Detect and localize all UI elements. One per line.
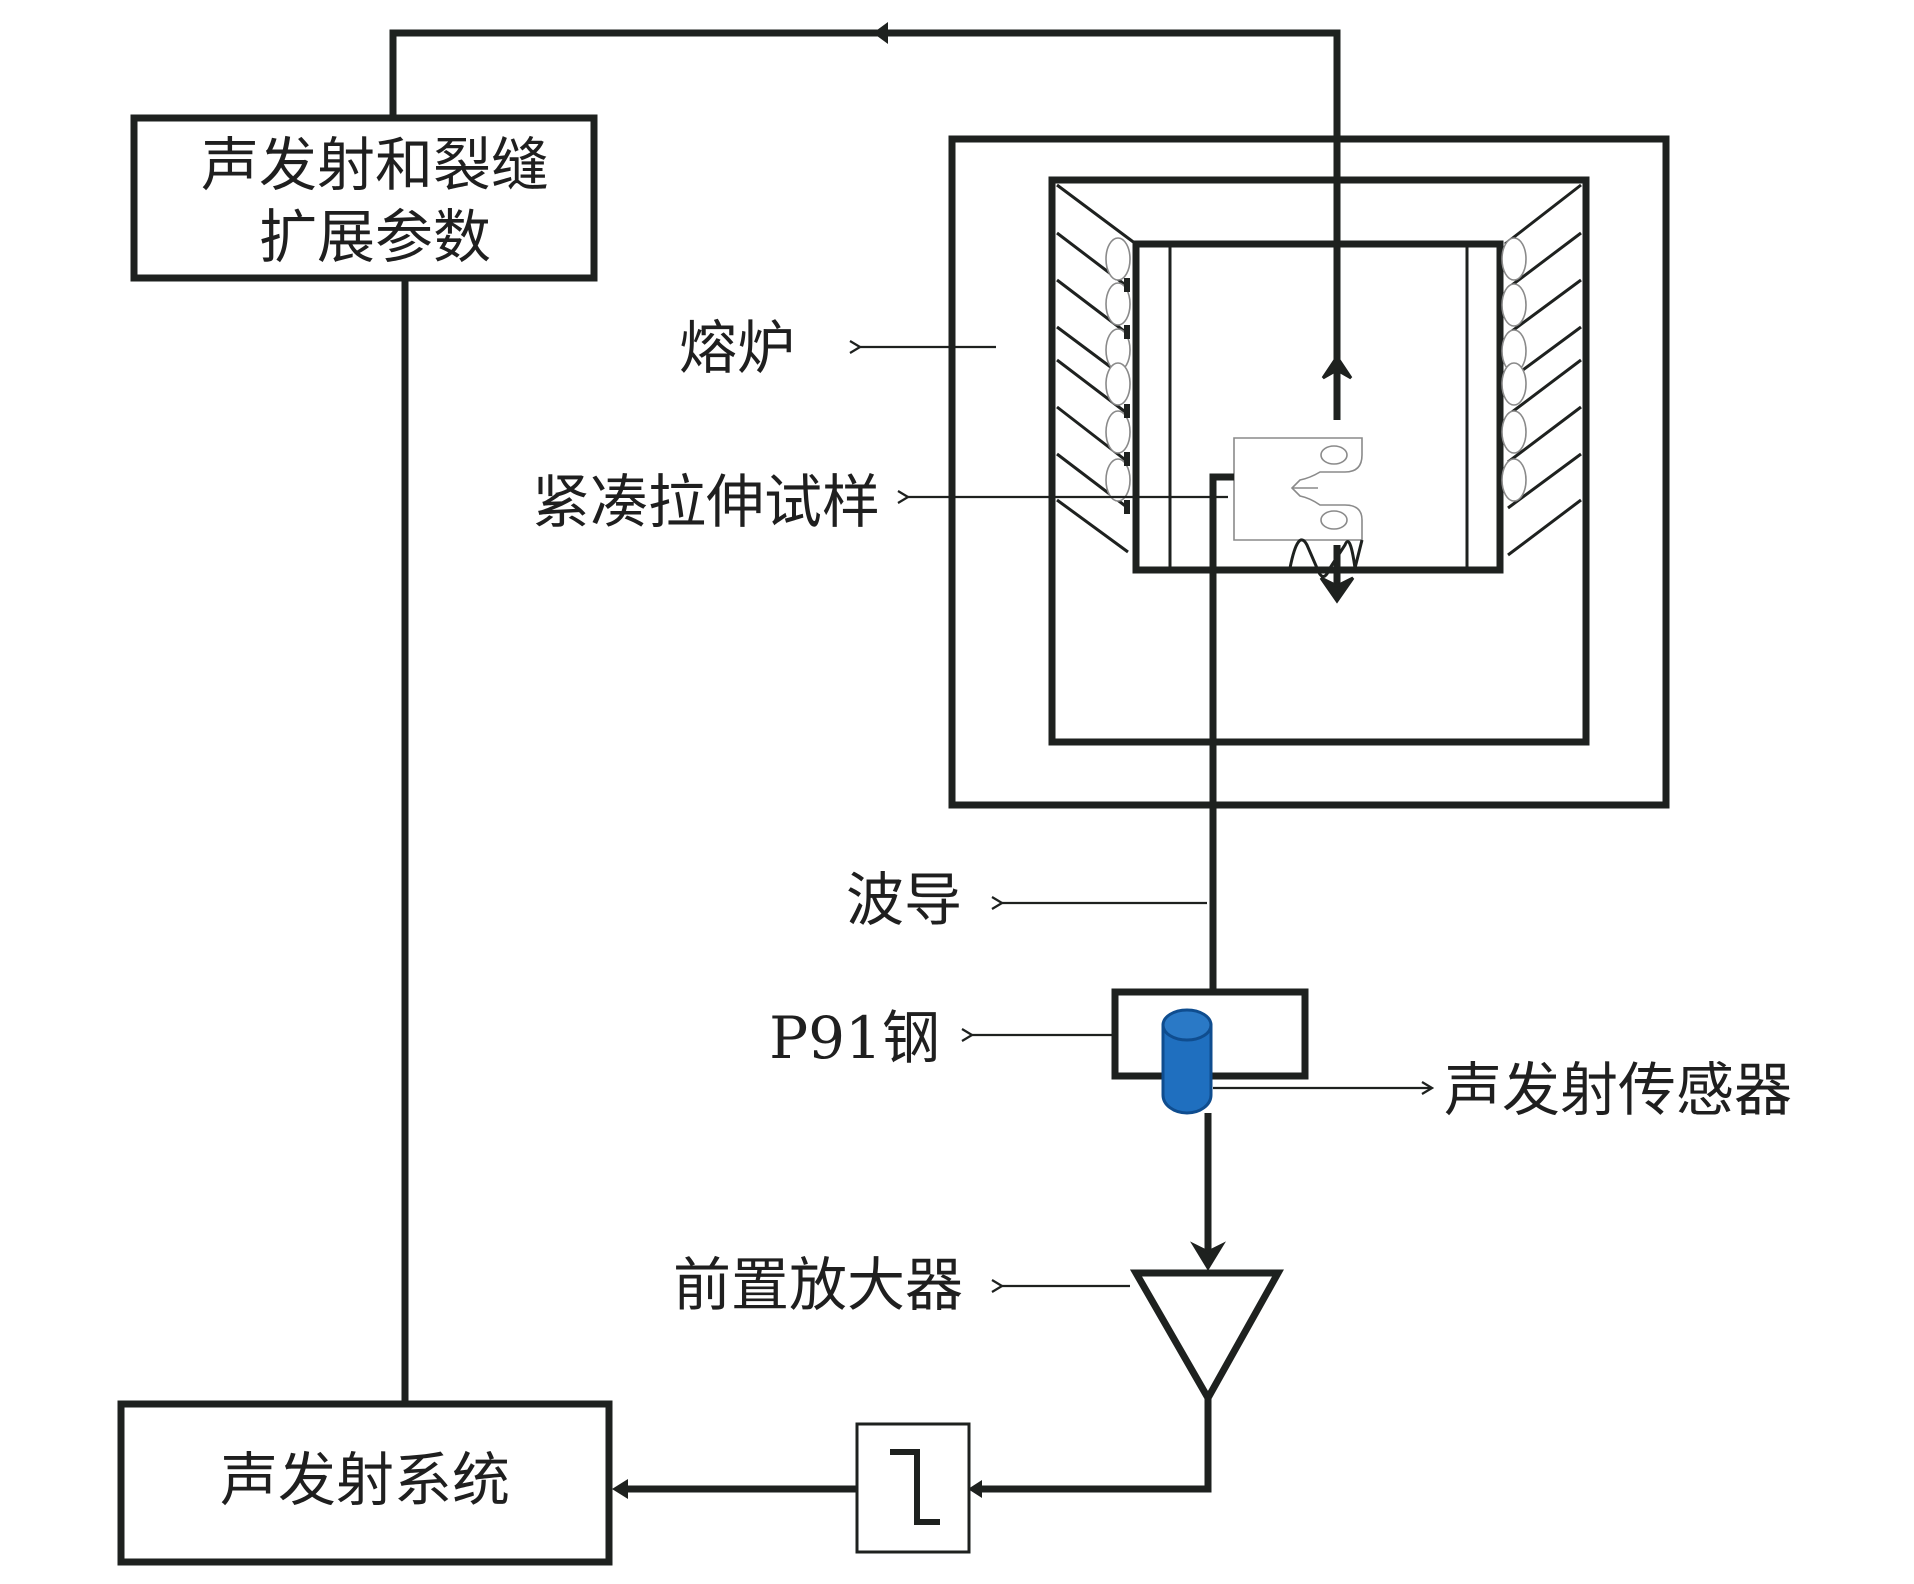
ct-specimen <box>1233 437 1363 541</box>
heating-coil-left-joints <box>1124 278 1130 514</box>
ae-sensor-icon <box>1161 1008 1213 1115</box>
ae-system-box <box>117 1400 613 1566</box>
feedback-arrow-icon <box>873 22 888 44</box>
sensor-to-preamp-arrow-icon <box>1190 1241 1226 1271</box>
filter-step-icon <box>890 1449 940 1525</box>
system-input-arrow-icon <box>612 1479 628 1499</box>
furnace-label: 熔炉 <box>679 314 795 382</box>
heating-coil-left-loops <box>1105 237 1131 502</box>
params-box-line2: 扩展参数 <box>259 203 491 271</box>
waveguide-line <box>1209 473 1234 995</box>
ae-sensor-label: 声发射传感器 <box>1444 1056 1792 1124</box>
params-box <box>130 114 598 282</box>
load-down-arrow-icon <box>1319 576 1355 604</box>
heating-coil-right-loops <box>1501 237 1527 502</box>
params-box-line1: 声发射和裂缝 <box>201 131 549 199</box>
spring-icon <box>1288 538 1364 578</box>
preamplifier-label: 前置放大器 <box>673 1251 963 1319</box>
furnace-outer-frame <box>948 135 1670 809</box>
filter-input-arrow-icon <box>968 1480 982 1498</box>
waveguide-label: 波导 <box>846 866 962 934</box>
filter-box <box>855 1422 971 1554</box>
ae-system-label: 声发射系统 <box>220 1446 510 1514</box>
furnace-middle-frame <box>1048 176 1590 746</box>
preamp-to-filter-line <box>976 1398 1212 1493</box>
ct-specimen-label: 紧凑拉伸试样 <box>532 468 880 536</box>
furnace-chamber <box>1132 240 1504 574</box>
p91-steel-label: P91钢 <box>769 1004 940 1072</box>
preamplifier-icon <box>1129 1269 1284 1406</box>
